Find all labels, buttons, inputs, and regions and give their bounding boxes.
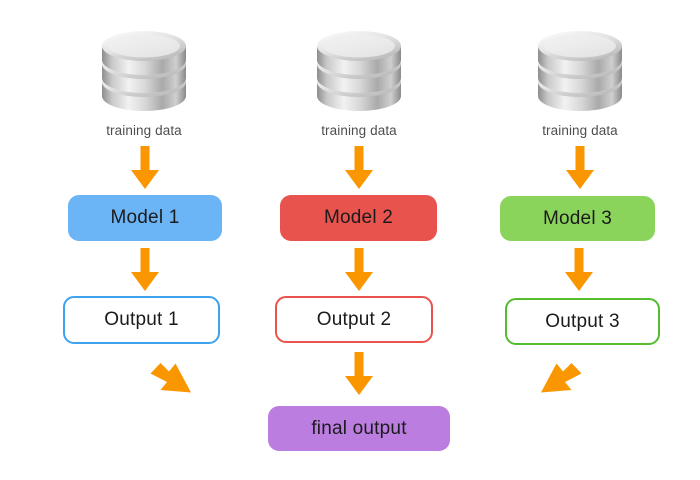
database-cylinder-icon	[311, 26, 407, 118]
output-box[interactable]: Output 2	[275, 296, 433, 343]
model-box[interactable]: Model 2	[280, 195, 437, 241]
arrow-down-right-icon	[148, 357, 194, 399]
output-box[interactable]: Output 1	[63, 296, 220, 344]
database-cylinder-icon	[532, 26, 628, 118]
source-caption: training data	[106, 123, 182, 138]
final-output-box[interactable]: final output	[268, 406, 450, 451]
arrow-down-icon	[130, 146, 160, 190]
output-label: Output 1	[104, 309, 179, 330]
arrow-down-icon	[565, 146, 595, 190]
model-label: Model 2	[324, 207, 393, 228]
arrow-down-left-icon	[538, 357, 584, 399]
model-label: Model 3	[543, 207, 612, 229]
output-label: Output 3	[545, 310, 620, 332]
final-output-label: final output	[311, 417, 407, 439]
arrow-down-icon	[344, 352, 374, 396]
output-box[interactable]: Output 3	[505, 298, 660, 345]
arrow-down-icon	[130, 248, 160, 292]
arrow-down-icon	[564, 248, 594, 292]
source-caption: training data	[542, 123, 618, 138]
source-caption: training data	[321, 123, 397, 138]
model-box[interactable]: Model 3	[500, 196, 655, 241]
model-label: Model 1	[110, 207, 180, 228]
arrow-down-icon	[344, 248, 374, 292]
arrow-down-icon	[344, 146, 374, 190]
output-label: Output 2	[316, 308, 392, 330]
model-box[interactable]: Model 1	[68, 195, 222, 241]
database-cylinder-icon	[96, 26, 192, 118]
